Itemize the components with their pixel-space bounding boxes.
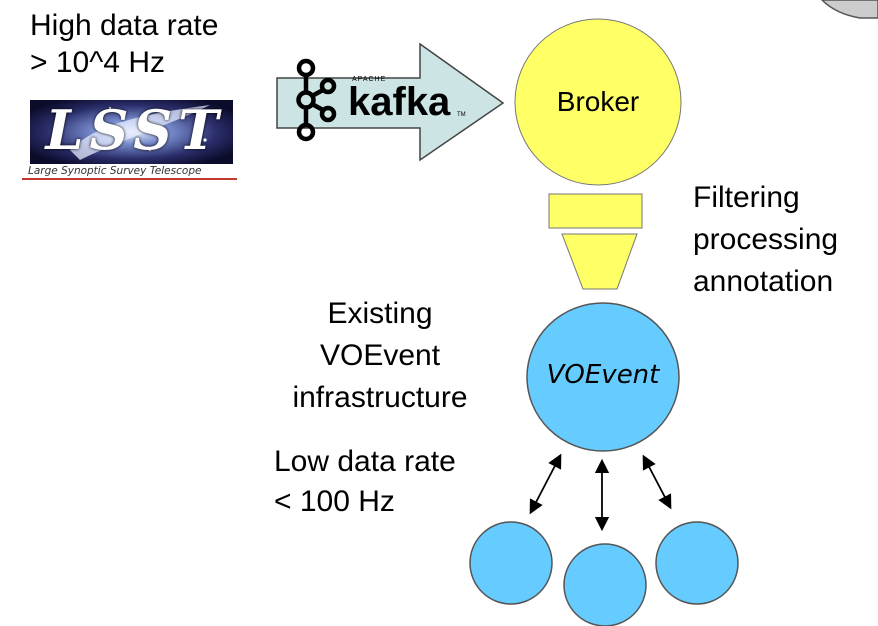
existing-line2: VOEvent — [319, 339, 441, 372]
kafka-tm: TM — [457, 112, 466, 118]
kafka-logo — [296, 58, 337, 142]
lsst-wordmark: LSST — [45, 98, 225, 162]
double-arrow-icon — [529, 453, 562, 515]
high-rate-line2: > 10^4 Hz — [30, 46, 165, 79]
voevent-node — [526, 302, 680, 452]
lsst-logo — [22, 98, 237, 182]
broker-label: Broker — [556, 86, 640, 117]
high-rate-line1: High data rate — [30, 9, 219, 42]
double-arrow-icon — [642, 454, 672, 510]
filter-funnel — [561, 233, 638, 290]
kafka-wordmark: kafka — [348, 80, 451, 124]
consumer-node — [655, 521, 739, 605]
filter-line3: annotation — [693, 265, 834, 298]
low-rate-line1: Low data rate — [274, 445, 456, 478]
consumer-node — [563, 543, 647, 626]
filter-top-block — [548, 193, 643, 229]
existing-line3: infrastructure — [292, 381, 468, 414]
kafka-apache-label: APACHE — [352, 76, 387, 83]
filter-line1: Filtering — [693, 181, 800, 214]
consumer-node — [469, 521, 553, 605]
corner-shape — [820, 0, 878, 19]
lsst-caption: Large Synoptic Survey Telescope — [28, 165, 202, 177]
existing-line1: Existing — [327, 297, 433, 330]
filter-line2: processing — [693, 223, 839, 256]
voevent-label: VOEvent — [546, 360, 660, 390]
low-rate-line2: < 100 Hz — [274, 485, 395, 518]
broker-node — [514, 18, 682, 186]
